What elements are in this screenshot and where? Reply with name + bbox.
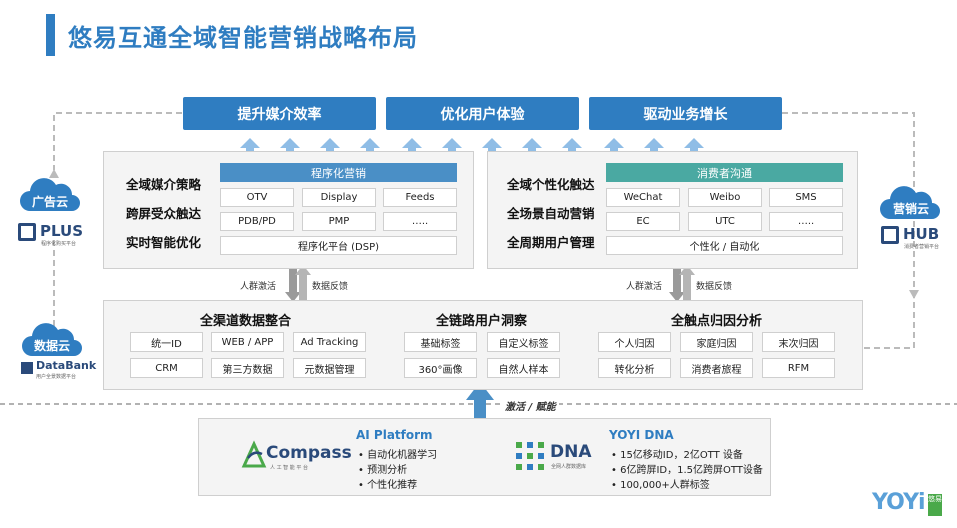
dna-logo-text: DNA (550, 442, 592, 462)
databank-logo-sub: 用户全景数据平台 (36, 374, 77, 380)
ad-cell: ….. (383, 212, 457, 231)
data-section-title: 全链路用户洞察 (436, 314, 528, 329)
right-loop-arrow (909, 290, 919, 299)
mkt-cell: WeChat (606, 188, 680, 207)
compass-logo-sub: 人 工 智 能 平 台 (270, 465, 308, 471)
mkt-cell: ….. (769, 212, 843, 231)
right-lower-line (834, 296, 915, 349)
ad-label-2: 跨屏受众触达 (126, 206, 202, 221)
ad-cell: OTV (220, 188, 294, 207)
mkt-cell: Weibo (688, 188, 762, 207)
ad-header: 程序化营销 (220, 163, 457, 182)
compass-bullet: • 自动化机器学习 (358, 450, 438, 461)
mkt-cell: EC (606, 212, 680, 231)
enable-arrow (466, 382, 494, 418)
ad-cell: PDB/PD (220, 212, 294, 231)
mkt-label-2: 全场景自动营销 (507, 206, 595, 221)
ad-label-1: 全域媒介策略 (126, 177, 202, 192)
hub-logo-text: HUB (903, 225, 940, 243)
goal-media-efficiency: 提升媒介效率 (183, 97, 376, 130)
compass-logo-text: Compass (266, 443, 352, 463)
mkt-header: 消费者沟通 (606, 163, 843, 182)
compass-bullet-text: 自动化机器学习 (367, 450, 438, 461)
data-cell: 家庭归因 (680, 332, 753, 352)
hub-logo-icon (881, 226, 899, 244)
right-loop-line (782, 112, 915, 290)
page-title: 悠易互通全域智能营销战略布局 (68, 24, 418, 52)
title-accent-bar (46, 14, 55, 56)
up-arrows (240, 138, 704, 152)
left-loop-line (53, 112, 182, 170)
compass-bullet: • 预测分析 (358, 465, 408, 476)
ad-cell: Feeds (383, 188, 457, 207)
dna-bullet-text: 15亿移动ID，2亿OTT 设备 (620, 450, 743, 461)
dna-bullet: • 6亿跨屏ID，1.5亿跨屏OTT设备 (611, 465, 763, 476)
left-flow-arrows (285, 265, 311, 302)
dna-logo-sub: 全网人群数据库 (551, 464, 587, 470)
goal-business-growth: 驱动业务增长 (589, 97, 782, 130)
flow-label-activate-left: 人群激活 (240, 282, 277, 292)
ad-cell: Display (302, 188, 376, 207)
data-cell: 自定义标签 (487, 332, 560, 352)
platform-panel (198, 418, 771, 496)
marketing-cloud-label: 营销云 (893, 202, 930, 216)
data-cell: WEB / APP (211, 332, 284, 352)
goal-user-experience: 优化用户体验 (386, 97, 579, 130)
flow-label-feedback-left: 数据反馈 (312, 282, 349, 292)
data-cell: 个人归因 (598, 332, 671, 352)
mkt-cell: SMS (769, 188, 843, 207)
mkt-label-3: 全周期用户管理 (507, 235, 595, 250)
cloud-icon (22, 323, 82, 356)
compass-bullet-text: 预测分析 (367, 465, 408, 476)
data-cell: 第三方数据 (211, 358, 284, 378)
data-cell: 自然人样本 (487, 358, 560, 378)
flow-label-feedback-right: 数据反馈 (696, 282, 733, 292)
data-section-title: 全触点归因分析 (671, 314, 763, 329)
compass-bullet-text: 个性化推荐 (367, 480, 418, 491)
cloud-icon (880, 186, 940, 219)
compass-bullet: • 个性化推荐 (358, 480, 418, 491)
plus-logo-icon (18, 223, 36, 241)
data-cell: 基础标签 (404, 332, 477, 352)
plus-logo-text: PLUS (40, 222, 84, 240)
data-cell: 元数据管理 (293, 358, 366, 378)
brand-logo: YOYi (872, 490, 926, 515)
data-cell: 360°画像 (404, 358, 477, 378)
compass-logo-icon (241, 440, 267, 468)
data-cell: 转化分析 (598, 358, 671, 378)
enable-label: 激活 / 赋能 (502, 398, 559, 413)
databank-logo-icon (21, 362, 33, 374)
dna-bullet: • 100,000+人群标签 (611, 480, 710, 491)
right-flow-arrows (669, 265, 695, 302)
dna-bullet: • 15亿移动ID，2亿OTT 设备 (611, 450, 743, 461)
ad-cloud-label: 广告云 (32, 195, 69, 209)
mkt-label-1: 全域个性化触达 (507, 177, 595, 192)
data-cell: CRM (130, 358, 203, 378)
hub-logo-sub: 消费者营销平台 (904, 244, 940, 250)
data-cell: 消费者旅程 (680, 358, 753, 378)
data-cell: 统一ID (130, 332, 203, 352)
flow-label-activate-right: 人群激活 (626, 282, 663, 292)
data-cloud-label: 数据云 (34, 339, 71, 353)
compass-title: AI Platform (356, 428, 433, 442)
data-cell: RFM (762, 358, 835, 378)
dna-title: YOYI DNA (609, 428, 674, 442)
dna-logo-icon (516, 442, 544, 470)
dna-bullet-text: 6亿跨屏ID，1.5亿跨屏OTT设备 (620, 465, 763, 476)
ad-label-3: 实时智能优化 (126, 235, 202, 250)
mkt-platform: 个性化 / 自动化 (606, 236, 843, 255)
ad-cell: PMP (302, 212, 376, 231)
mkt-cell: UTC (688, 212, 762, 231)
ad-platform: 程序化平台 (DSP) (220, 236, 457, 255)
data-cell: 末次归因 (762, 332, 835, 352)
left-loop-arrow (49, 169, 59, 178)
data-cell: Ad Tracking (293, 332, 366, 352)
brand-cn: 悠易 (928, 494, 942, 516)
dna-bullet-text: 100,000+人群标签 (620, 480, 710, 491)
databank-logo-text: DataBank (36, 359, 97, 372)
cloud-icon (20, 178, 80, 211)
plus-logo-sub: 程序化购买平台 (41, 241, 77, 247)
data-section-title: 全渠道数据整合 (200, 314, 292, 329)
